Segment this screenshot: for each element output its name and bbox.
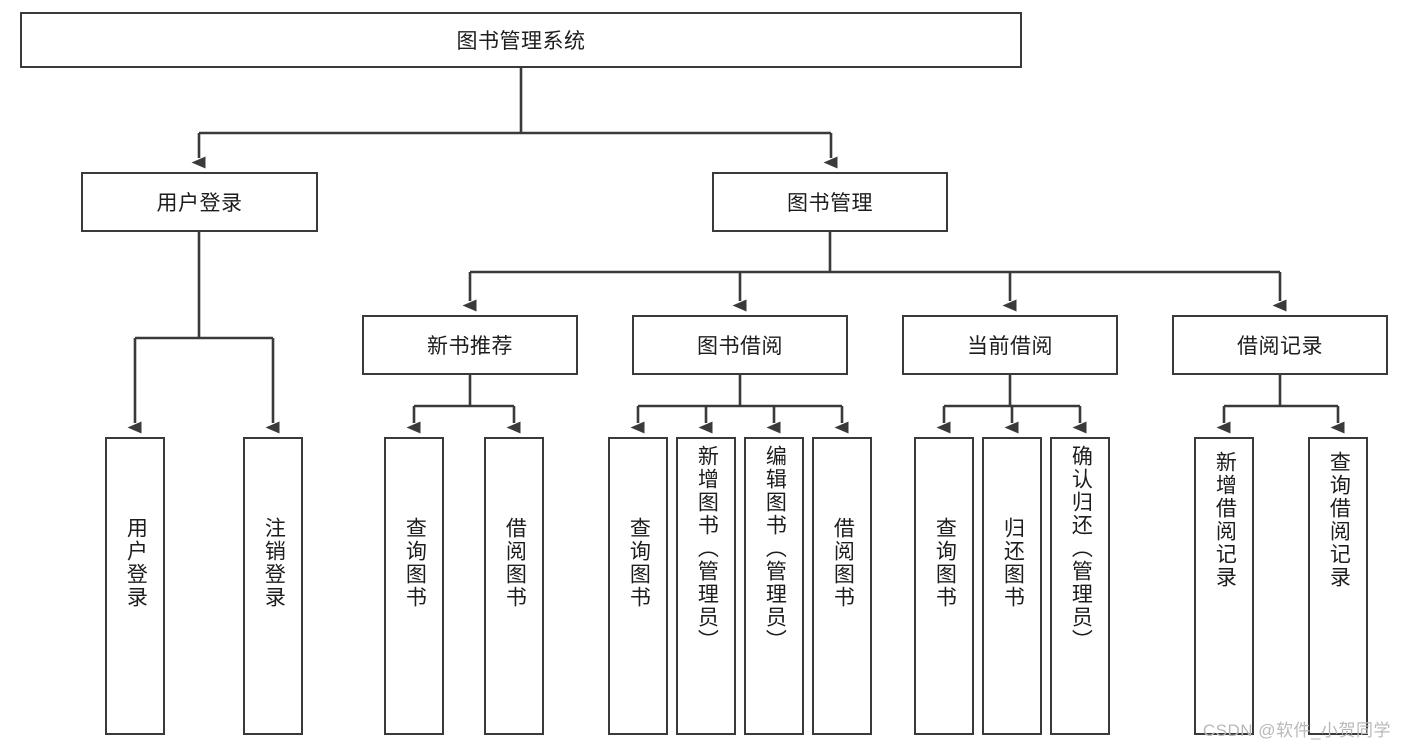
leaf-new-book-borrow-label: 借阅图书 xyxy=(503,517,527,609)
leaf-borrow-add-book-admin-label: 新增图书（管理员） xyxy=(695,445,719,652)
leaf-borrow-edit-book-admin[interactable]: 编辑图书（管理员） xyxy=(744,437,804,735)
leaf-record-add-label: 新增借阅记录 xyxy=(1213,451,1237,589)
leaf-record-query[interactable]: 查询借阅记录 xyxy=(1308,437,1368,735)
leaf-record-query-label: 查询借阅记录 xyxy=(1327,451,1351,589)
leaf-borrow-query-book[interactable]: 查询图书 xyxy=(608,437,668,735)
node-new-book-recommend-label: 新书推荐 xyxy=(427,335,513,358)
node-book-borrow-label: 图书借阅 xyxy=(697,335,783,358)
leaf-current-confirm-return-admin-label: 确认归还（管理员） xyxy=(1069,445,1093,652)
watermark: CSDN @软件_小贺同学 xyxy=(1202,721,1391,740)
leaf-record-add[interactable]: 新增借阅记录 xyxy=(1194,437,1254,735)
leaf-user-login-signout[interactable]: 注销登录 xyxy=(243,437,303,735)
node-borrow-record-label: 借阅记录 xyxy=(1237,335,1323,358)
leaf-current-query-book[interactable]: 查询图书 xyxy=(914,437,974,735)
leaf-user-login-signin[interactable]: 用户登录 xyxy=(105,437,165,735)
node-root-label: 图书管理系统 xyxy=(456,30,586,53)
leaf-current-return-book-label: 归还图书 xyxy=(1001,517,1025,609)
leaf-new-book-query-label: 查询图书 xyxy=(403,517,427,609)
leaf-borrow-borrow-book[interactable]: 借阅图书 xyxy=(812,437,872,735)
leaf-borrow-add-book-admin[interactable]: 新增图书（管理员） xyxy=(676,437,736,735)
leaf-current-query-book-label: 查询图书 xyxy=(933,517,957,609)
leaf-borrow-borrow-book-label: 借阅图书 xyxy=(831,517,855,609)
node-book-management[interactable]: 图书管理 xyxy=(712,172,948,232)
leaf-new-book-borrow[interactable]: 借阅图书 xyxy=(484,437,544,735)
node-current-borrow-label: 当前借阅 xyxy=(967,335,1053,358)
node-book-management-label: 图书管理 xyxy=(787,192,873,215)
node-root-system[interactable]: 图书管理系统 xyxy=(20,12,1022,68)
leaf-current-return-book[interactable]: 归还图书 xyxy=(982,437,1042,735)
node-book-borrow[interactable]: 图书借阅 xyxy=(632,315,848,375)
node-user-login[interactable]: 用户登录 xyxy=(81,172,318,232)
leaf-borrow-query-book-label: 查询图书 xyxy=(627,517,651,609)
node-borrow-record[interactable]: 借阅记录 xyxy=(1172,315,1388,375)
node-user-login-label: 用户登录 xyxy=(156,192,243,215)
leaf-borrow-edit-book-admin-label: 编辑图书（管理员） xyxy=(763,445,787,652)
leaf-user-login-signout-label: 注销登录 xyxy=(262,517,286,609)
leaf-current-confirm-return-admin[interactable]: 确认归还（管理员） xyxy=(1050,437,1110,735)
node-current-borrow[interactable]: 当前借阅 xyxy=(902,315,1118,375)
leaf-new-book-query[interactable]: 查询图书 xyxy=(384,437,444,735)
leaf-user-login-signin-label: 用户登录 xyxy=(124,517,148,609)
node-new-book-recommend[interactable]: 新书推荐 xyxy=(362,315,578,375)
